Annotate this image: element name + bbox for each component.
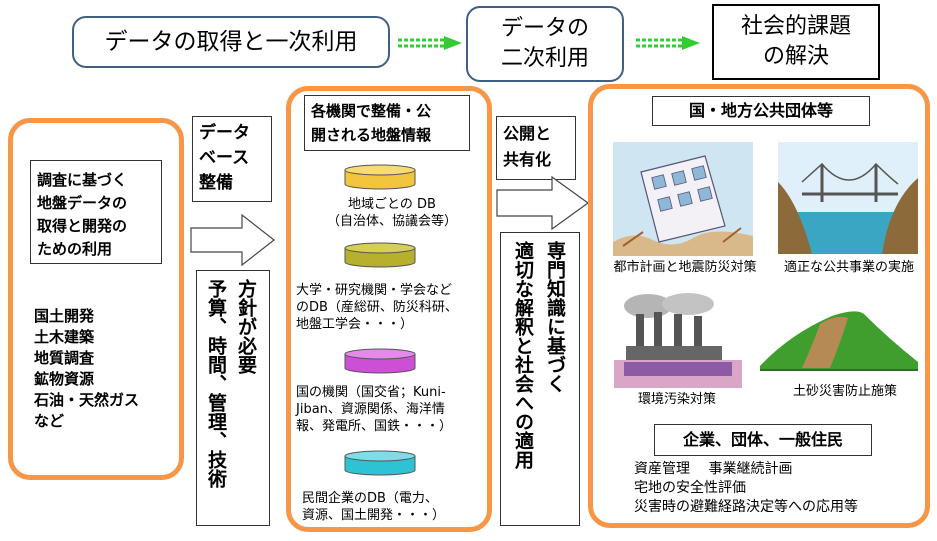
factory-pollution-icon	[614, 293, 742, 388]
requirements-label: 方針が必要 予算、時間、管理、技術	[205, 279, 257, 488]
landslide-icon	[760, 311, 918, 371]
expert-label: 専門知識に基づく 適切な解釈と社会への適用	[512, 241, 566, 469]
caption: 土砂災害防止施策	[792, 384, 897, 399]
corp-item: 災害時の避難経路決定等への応用等	[634, 499, 858, 515]
requirements-box: 方針が必要 予算、時間、管理、技術	[196, 270, 270, 526]
db-build-box: データ ベース 整備	[192, 116, 272, 202]
corp-item: 資産管理 事業継続計画	[634, 461, 793, 477]
field-item: 地質調査	[34, 349, 95, 367]
stage-solve-social-issues: 社会的課題 の解決	[712, 4, 880, 80]
green-arrow-icon	[398, 36, 462, 50]
field-list: 国土開発 土木建築 地質調査 鉱物資源 石油・天然ガス など	[34, 306, 174, 432]
db-label: 国の機関（国交省；Kuni- Jiban、資源関係、海洋情 報、発電所、国鉄・・…	[296, 385, 453, 434]
database-icon	[344, 164, 416, 190]
earthquake-building-icon	[613, 142, 753, 256]
corp-item: 宅地の安全性評価	[634, 480, 746, 496]
stage-secondary-use: データの 二次利用	[466, 6, 624, 82]
db-label: 地域ごとの DB （自治体、協議会等）	[326, 197, 457, 229]
expert-box: 専門知識に基づく 適切な解釈と社会への適用	[500, 232, 580, 526]
database-icon	[344, 348, 416, 374]
field-item: など	[34, 412, 65, 430]
stage-solve-label: 社会的課題 の解決	[740, 14, 851, 69]
bridge-icon	[778, 142, 918, 254]
caption: 都市計画と地震防災対策	[613, 260, 757, 275]
database-icon	[344, 450, 416, 476]
corp-title: 企業、団体、一般住民	[654, 424, 872, 456]
stage-primary-use: データの取得と一次利用	[72, 16, 390, 68]
right-arrow-icon	[496, 176, 590, 230]
field-item: 鉱物資源	[34, 370, 95, 388]
db-label: 民間企業のDB（電力、 資源、国土開発・・・）	[302, 491, 446, 523]
field-item: 石油・天然ガス	[34, 391, 140, 409]
stage-secondary-use-label: データの 二次利用	[500, 16, 589, 71]
gov-title: 国・地方公共団体等	[652, 96, 870, 126]
right-arrow-icon	[190, 214, 275, 266]
caption: 環境汚染対策	[637, 392, 716, 407]
field-item: 国土開発	[34, 307, 95, 325]
corp-list: 資産管理 事業継続計画 宅地の安全性評価 災害時の避難経路決定等への応用等	[634, 460, 922, 517]
field-item: 土木建築	[34, 328, 95, 346]
stage-primary-use-label: データの取得と一次利用	[104, 29, 358, 55]
db-label: 大学・研究機関・学会など のDB（産総研、防災科研、 地盤工学会・・・）	[296, 283, 458, 332]
green-arrow-icon	[636, 36, 700, 50]
purpose-box: 調査に基づく 地盤データの 取得と開発の ための利用	[30, 160, 162, 264]
caption: 適正な公共事業の実施	[783, 260, 914, 275]
database-icon	[344, 242, 416, 268]
share-box: 公開と 共有化	[496, 116, 576, 180]
institution-title: 各機関で整備・公 開される地盤情報	[304, 95, 470, 151]
